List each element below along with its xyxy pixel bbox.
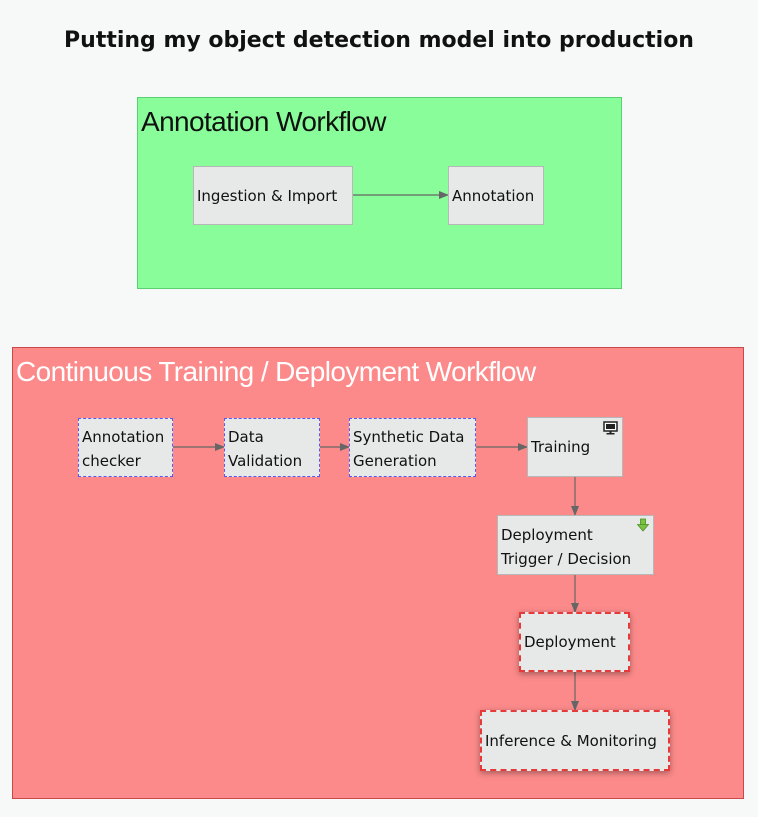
download-arrow-icon [637, 518, 649, 532]
node-synthetic-data[interactable]: Synthetic Data Generation [349, 418, 476, 477]
node-training-label: Training [531, 438, 591, 456]
node-ingestion-label: Ingestion & Import [197, 186, 338, 205]
node-data-validation[interactable]: Data Validation [224, 418, 320, 477]
annotation-workflow-title: Annotation Workflow [141, 106, 386, 137]
node-data-validation-label: Data Validation [228, 428, 303, 470]
node-inference-label: Inference & Monitoring [485, 731, 657, 750]
node-training[interactable]: Training [527, 417, 623, 477]
node-annotation-checker[interactable]: Annotation checker [78, 418, 173, 477]
node-deployment-label: Deployment [524, 633, 616, 651]
node-annotation-checker-label: Annotation checker [82, 428, 165, 470]
monitor-icon [603, 421, 618, 435]
node-annotation-label: Annotation [452, 186, 535, 205]
node-deployment-trigger-label: Deployment Trigger / Decision [501, 526, 632, 568]
node-annotation[interactable]: Annotation [448, 166, 544, 225]
node-inference[interactable]: Inference & Monitoring [480, 710, 670, 771]
node-ingestion[interactable]: Ingestion & Import [193, 166, 353, 225]
continuous-workflow-title: Continuous Training / Deployment Workflo… [16, 356, 536, 387]
node-synthetic-data-label: Synthetic Data Generation [353, 428, 465, 470]
diagram-title: Putting my object detection model into p… [64, 28, 694, 53]
node-deployment[interactable]: Deployment [519, 612, 630, 672]
node-deployment-trigger[interactable]: Deployment Trigger / Decision [497, 515, 654, 575]
